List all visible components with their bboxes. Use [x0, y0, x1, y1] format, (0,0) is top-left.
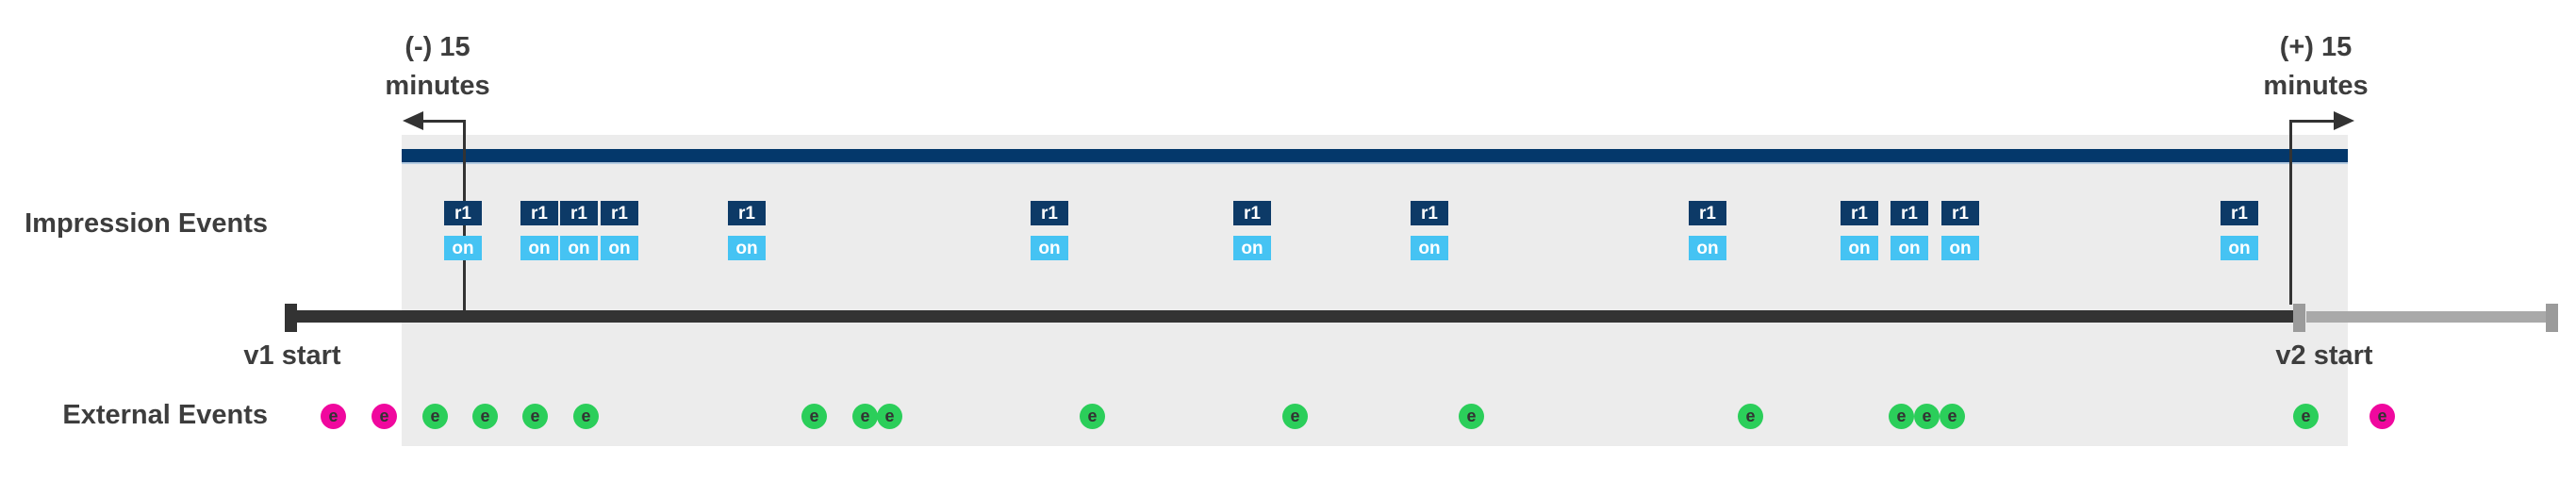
impression-box: r1 — [1841, 201, 1878, 225]
impression-box: r1 — [1891, 201, 1928, 225]
impression-on-tag: on — [728, 236, 766, 260]
external-event-dot: e — [1914, 404, 1940, 429]
minus-15-arrowhead-icon — [403, 111, 423, 130]
impression-on-tag: on — [1891, 236, 1928, 260]
impression-on-tag: on — [444, 236, 482, 260]
impression-on-tag: on — [601, 236, 638, 260]
external-event-dot: e — [321, 404, 346, 429]
impression-on-tag: on — [2221, 236, 2258, 260]
impression-on-tag: on — [1689, 236, 1726, 260]
impression-box: r1 — [1411, 201, 1448, 225]
external-event-dot: e — [852, 404, 878, 429]
external-event-dot: e — [2370, 404, 2395, 429]
external-event-dot: e — [1738, 404, 1763, 429]
external-event-dot: e — [1080, 404, 1105, 429]
analysis-window — [402, 135, 2348, 446]
v2-timeline-end-cap — [2546, 304, 2558, 332]
impression-events-label: Impression Events — [25, 208, 268, 239]
v2-timeline-bar — [2306, 311, 2546, 323]
v2-start-label: v2 start — [2275, 340, 2373, 371]
external-event-dot: e — [1282, 404, 1308, 429]
impression-box: r1 — [1689, 201, 1726, 225]
plus-15-arrowhead-icon — [2334, 111, 2354, 130]
impression-on-tag: on — [560, 236, 598, 260]
external-event-dot: e — [372, 404, 397, 429]
plus-15-annotation: (+) 15 minutes — [2193, 28, 2438, 106]
impression-box: r1 — [1031, 201, 1068, 225]
external-event-dot: e — [1940, 404, 1965, 429]
impression-on-tag: on — [1941, 236, 1979, 260]
impression-on-tag: on — [520, 236, 558, 260]
impression-on-tag: on — [1031, 236, 1068, 260]
impression-box: r1 — [560, 201, 598, 225]
external-event-dot: e — [1889, 404, 1914, 429]
plus-15-arrow-shaft — [2291, 120, 2337, 123]
minus-15-line2: minutes — [385, 71, 490, 101]
impression-box: r1 — [1941, 201, 1979, 225]
impression-box: r1 — [444, 201, 482, 225]
external-event-dot: e — [877, 404, 902, 429]
external-event-dot: e — [1459, 404, 1484, 429]
plus-15-line2: minutes — [2263, 71, 2369, 101]
external-event-dot: e — [573, 404, 599, 429]
impression-box: r1 — [1233, 201, 1271, 225]
v1-start-cap — [285, 304, 297, 332]
impression-box: r1 — [601, 201, 638, 225]
minus-15-annotation: (-) 15 minutes — [315, 28, 560, 106]
impression-track-bar — [402, 149, 2348, 164]
impression-on-tag: on — [1233, 236, 1271, 260]
impression-box: r1 — [520, 201, 558, 225]
minus-15-line1: (-) 15 — [405, 32, 471, 62]
minus-15-arrow-shaft — [419, 120, 464, 123]
external-event-dot: e — [422, 404, 448, 429]
plus-15-marker-line — [2289, 120, 2292, 305]
plus-15-line1: (+) 15 — [2279, 32, 2353, 62]
impression-on-tag: on — [1841, 236, 1878, 260]
external-events-label: External Events — [62, 400, 268, 430]
v2-start-cap — [2293, 304, 2305, 332]
external-event-dot: e — [472, 404, 498, 429]
external-event-dot: e — [801, 404, 827, 429]
impression-box: r1 — [728, 201, 766, 225]
impression-on-tag: on — [1411, 236, 1448, 260]
external-event-dot: e — [2293, 404, 2319, 429]
v1-timeline-bar — [285, 310, 2293, 323]
external-event-dot: e — [522, 404, 548, 429]
v1-start-label: v1 start — [243, 340, 341, 371]
impression-box: r1 — [2221, 201, 2258, 225]
